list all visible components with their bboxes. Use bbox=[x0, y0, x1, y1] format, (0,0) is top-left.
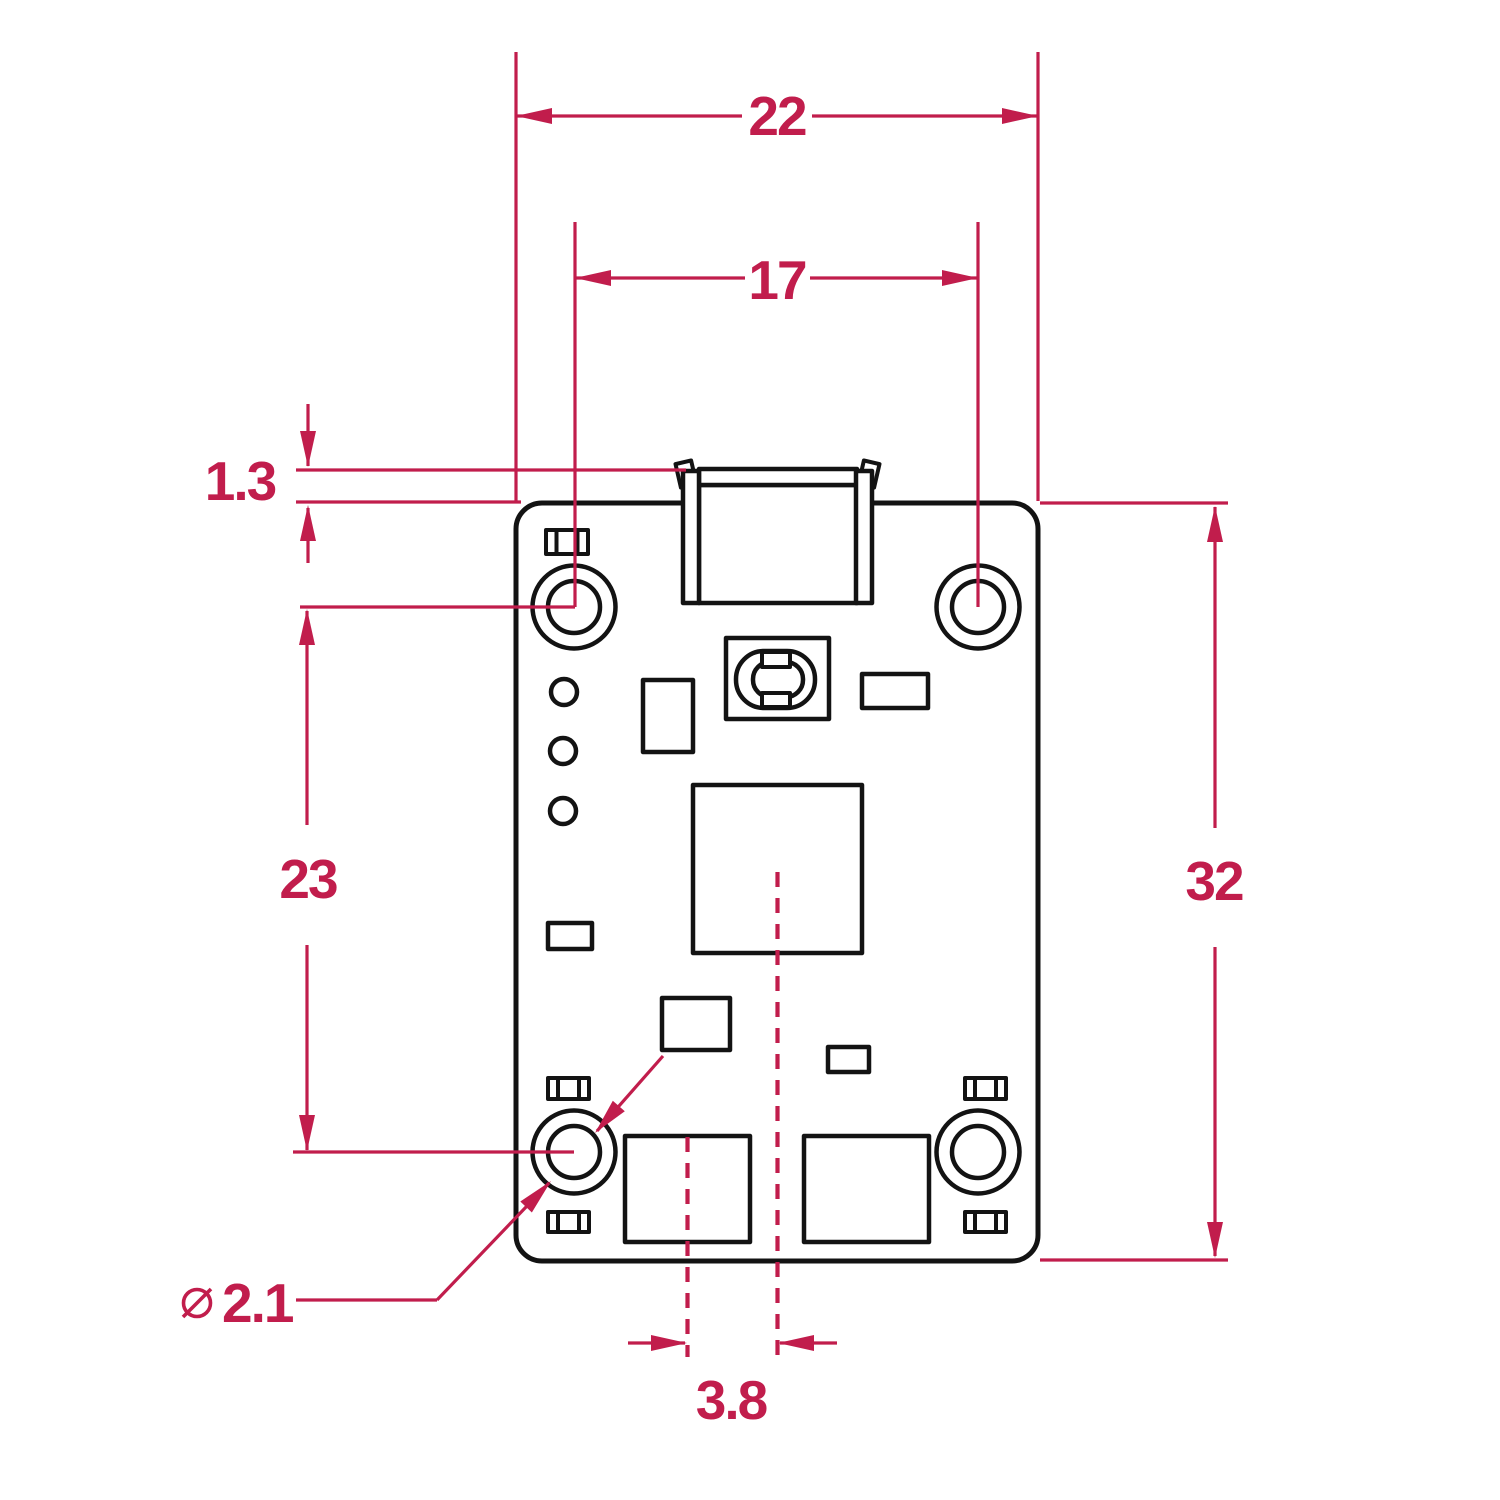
diameter-symbol bbox=[181, 1287, 213, 1319]
dim-hole-pitch-vertical: 23 bbox=[279, 848, 337, 910]
dim-hole-pitch-horizontal: 17 bbox=[748, 249, 806, 311]
flex-connector bbox=[673, 458, 882, 606]
dim-sensor-center-offset: 3.8 bbox=[696, 1369, 767, 1431]
dim-hole-diameter: 2.1 bbox=[222, 1272, 294, 1334]
connector-body bbox=[696, 482, 860, 606]
pad-bottom-left-lower bbox=[546, 1210, 591, 1234]
pad-bottom-left-upper bbox=[546, 1076, 591, 1101]
component-small-rect-left bbox=[545, 920, 595, 952]
dimension-labels: 22 17 1.3 23 32 3.8 2.1 bbox=[205, 85, 1245, 1431]
component-bottom-rect-right bbox=[801, 1133, 932, 1245]
pad-top-left bbox=[544, 528, 590, 556]
dim-board-width: 22 bbox=[748, 85, 806, 147]
pad-bottom-right-lower bbox=[963, 1210, 1008, 1234]
connector-lip bbox=[696, 466, 860, 488]
crystal-oscillator bbox=[723, 635, 832, 722]
connector-flange-right bbox=[853, 468, 875, 606]
dim-board-height: 32 bbox=[1185, 850, 1243, 912]
mounting-hole-bottom-right bbox=[934, 1108, 1022, 1196]
component-small-rect-right bbox=[859, 671, 931, 711]
test-point-circles bbox=[547, 676, 580, 827]
component-small-rect-lower-right bbox=[825, 1044, 872, 1075]
dim-connector-overhang: 1.3 bbox=[205, 450, 276, 512]
pad-bottom-right-upper bbox=[963, 1076, 1008, 1101]
connector-flange-left bbox=[680, 468, 702, 606]
component-mid-rect bbox=[659, 995, 733, 1053]
component-tall-rect bbox=[640, 677, 696, 755]
